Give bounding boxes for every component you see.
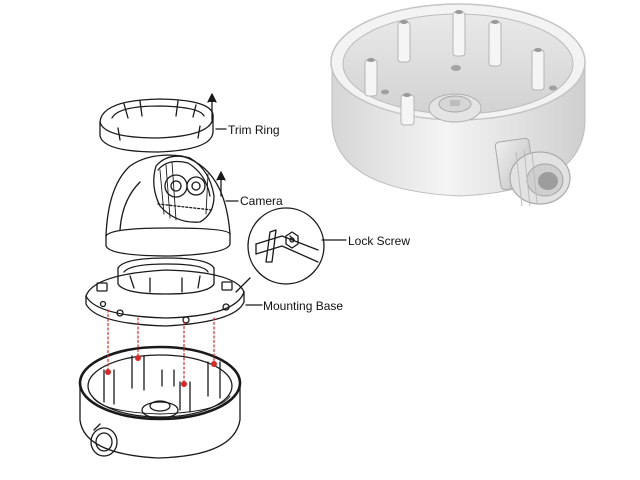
camera-drawing [105,154,231,257]
trim-ring-drawing [99,98,214,153]
trim-ring-arrow [207,93,217,121]
camera-label: Camera [240,194,283,208]
detail-pointer [235,277,251,293]
guide-screw-points [105,355,217,387]
mounting-base-label: Mounting Base [263,299,344,313]
cable-gland [494,137,571,207]
camera-arrow [216,171,226,197]
junction-box-photo [330,3,586,207]
mounting-base-drawing [85,257,245,327]
lock-screw-detail [247,207,325,285]
trim-ring-label: Trim Ring [228,123,280,137]
junction-box-drawing [78,345,242,459]
lock-screw-label: Lock Screw [348,234,411,248]
alignment-guides [107,309,215,385]
